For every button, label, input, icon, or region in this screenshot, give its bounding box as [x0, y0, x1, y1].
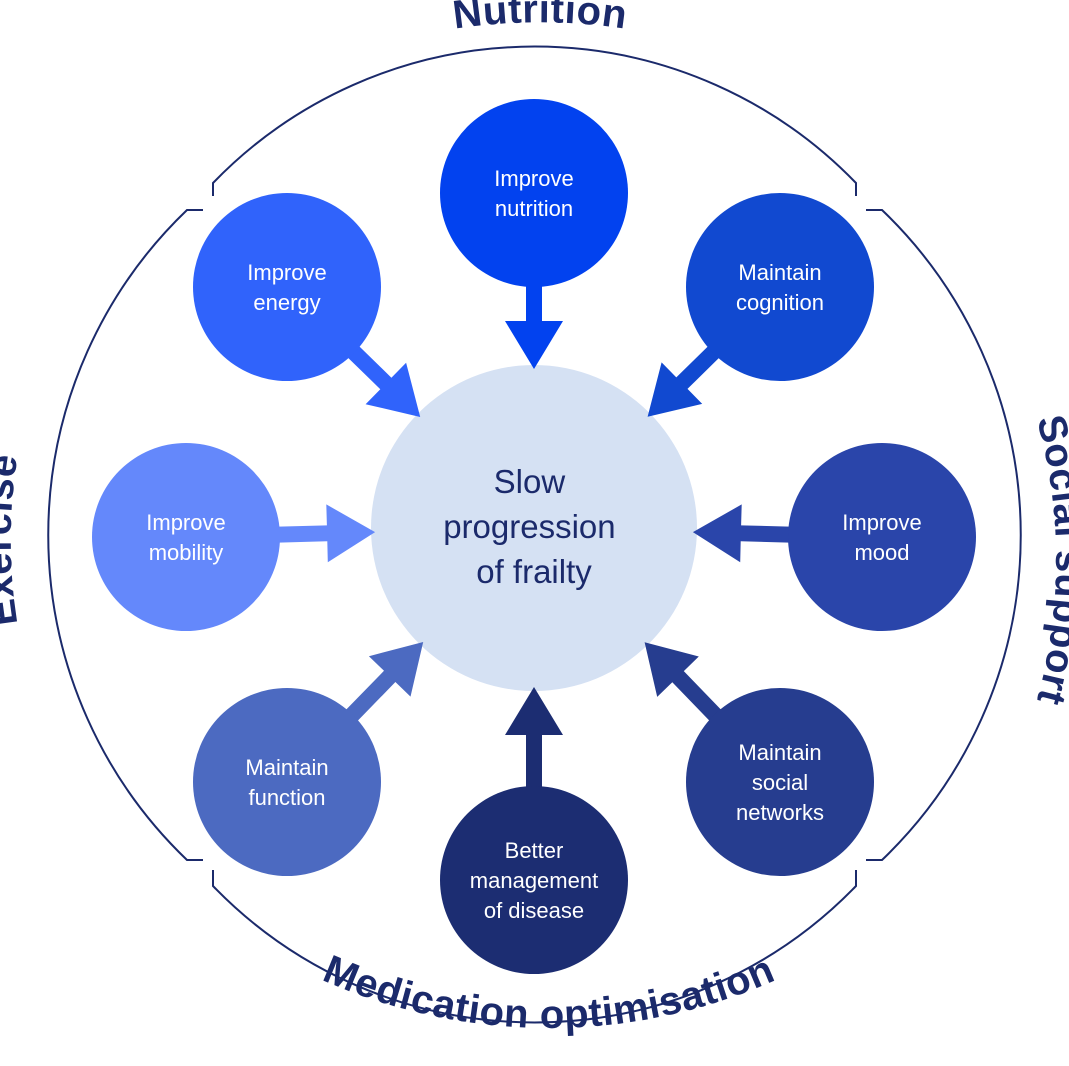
node-maintain-cognition: Maintain cognition: [686, 193, 874, 381]
node-label-line: mood: [854, 540, 909, 565]
center-label: Slow progression of frailty: [443, 463, 625, 590]
node-circle: [92, 443, 280, 631]
arrow-better-management-of-disease: [505, 687, 563, 792]
node-label-line: networks: [736, 800, 824, 825]
center-circle: [371, 365, 697, 691]
node-label-line: Maintain: [738, 740, 821, 765]
node-circle: [193, 193, 381, 381]
node-label-line: Maintain: [245, 755, 328, 780]
node-label: Maintain social networks: [736, 740, 824, 825]
node-better-management-of-disease: Better management of disease: [440, 786, 628, 974]
node-maintain-social-networks: Maintain social networks: [686, 688, 874, 876]
node-circle: [686, 688, 874, 876]
arrows: [273, 281, 795, 792]
node-label: Improve mood: [842, 510, 921, 565]
node-improve-nutrition: Improve nutrition: [440, 99, 628, 287]
node-circle: [440, 786, 628, 974]
ring-segment-bottom: [212, 870, 857, 1024]
nutrition-label: Nutrition: [450, 0, 630, 38]
node-label-line: of disease: [484, 898, 584, 923]
ring-segment-top: [212, 45, 857, 196]
ring-segment-right: [866, 209, 1022, 861]
node-circle: [193, 688, 381, 876]
node-circle: [788, 443, 976, 631]
node-label: Improve mobility: [146, 510, 225, 565]
center-line-3: of frailty: [476, 553, 592, 590]
node-circle: [686, 193, 874, 381]
node-improve-mobility: Improve mobility: [92, 443, 280, 631]
arrow-maintain-function: [342, 642, 424, 725]
node-label: Improve energy: [247, 260, 326, 315]
arrow-maintain-cognition: [647, 342, 723, 417]
node-label-line: social: [752, 770, 808, 795]
node-maintain-function: Maintain function: [193, 688, 381, 876]
node-circle: [440, 99, 628, 287]
arrow-maintain-social-networks: [644, 642, 725, 725]
ring-segment-left: [47, 209, 203, 861]
arrow-improve-mood: [692, 504, 795, 563]
arrow-improve-mobility: [273, 504, 376, 563]
node-label: Maintain cognition: [736, 260, 824, 315]
node-label-line: Better: [505, 838, 564, 863]
node-label-line: Maintain: [738, 260, 821, 285]
node-label-line: Improve: [842, 510, 921, 535]
node-improve-energy: Improve energy: [193, 193, 381, 381]
arrow-improve-nutrition: [505, 281, 563, 369]
node-label-line: cognition: [736, 290, 824, 315]
arrow-improve-energy: [344, 342, 421, 417]
node-label-line: Improve: [247, 260, 326, 285]
center-line-1: Slow: [494, 463, 566, 500]
node-label: Improve nutrition: [494, 166, 573, 221]
node-label-line: Improve: [146, 510, 225, 535]
node-improve-mood: Improve mood: [788, 443, 976, 631]
social-support-label: Social support: [1028, 411, 1069, 710]
node-label-line: energy: [253, 290, 320, 315]
node-label: Better management of disease: [470, 838, 598, 923]
node-label-line: function: [248, 785, 325, 810]
node-label-line: Improve: [494, 166, 573, 191]
exercise-label: Exercise: [0, 451, 26, 629]
center-line-2: progression: [443, 508, 615, 545]
outer-ring: [47, 45, 1022, 1024]
node-label-line: mobility: [149, 540, 224, 565]
node-label-line: management: [470, 868, 598, 893]
node-label: Maintain function: [245, 755, 328, 810]
node-label-line: nutrition: [495, 196, 573, 221]
